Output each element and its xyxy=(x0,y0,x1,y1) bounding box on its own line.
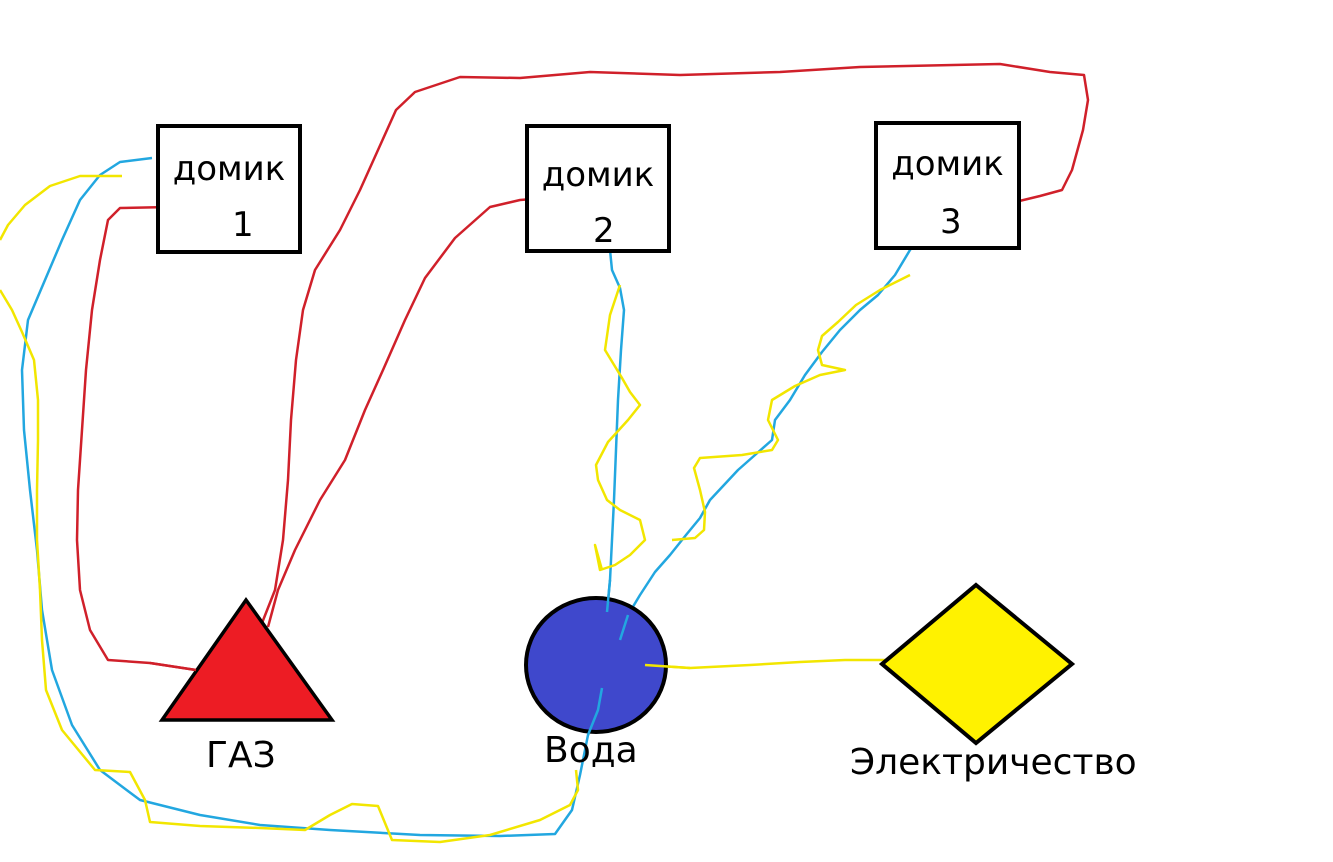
house-2: домик 2 xyxy=(525,124,671,253)
house-1-word: домик xyxy=(172,149,286,189)
water-lines xyxy=(20,156,927,838)
house-3: домик 3 xyxy=(874,121,1021,250)
house-2-word: домик xyxy=(541,155,655,195)
water-line-house3-tail xyxy=(618,614,630,641)
gas-line-house1-tail xyxy=(149,661,197,672)
gas-label: ГАЗ xyxy=(206,735,276,776)
gas-lines xyxy=(75,62,1090,672)
house-3-word: домик xyxy=(891,144,1004,184)
gas-line-house3 xyxy=(260,62,1090,624)
house-2-number: 2 xyxy=(593,211,615,251)
house-1-number: 1 xyxy=(232,205,254,245)
water-line-house2-tail xyxy=(605,579,612,613)
electricity-line-house3 xyxy=(671,273,911,542)
water-line-house1 xyxy=(20,156,604,838)
water-line-house2 xyxy=(605,249,626,613)
gas-line-house2 xyxy=(266,195,559,628)
electricity-label: Электричество xyxy=(850,742,1137,783)
electricity-lines xyxy=(0,174,911,844)
electricity-line-diamond-tail xyxy=(644,663,691,670)
house-3-number: 3 xyxy=(940,202,962,242)
house-1: домик 1 xyxy=(156,124,302,254)
gas-line-house1 xyxy=(75,205,197,672)
water-circle xyxy=(524,596,668,734)
electricity-diamond xyxy=(878,582,1076,746)
water-line-house1-tail xyxy=(586,687,604,736)
gas-triangle xyxy=(158,596,336,722)
electricity-line-house2 xyxy=(593,284,647,572)
water-line-house3 xyxy=(618,229,927,641)
water-label: Вода xyxy=(544,730,638,771)
electricity-line-house1 xyxy=(0,174,580,844)
